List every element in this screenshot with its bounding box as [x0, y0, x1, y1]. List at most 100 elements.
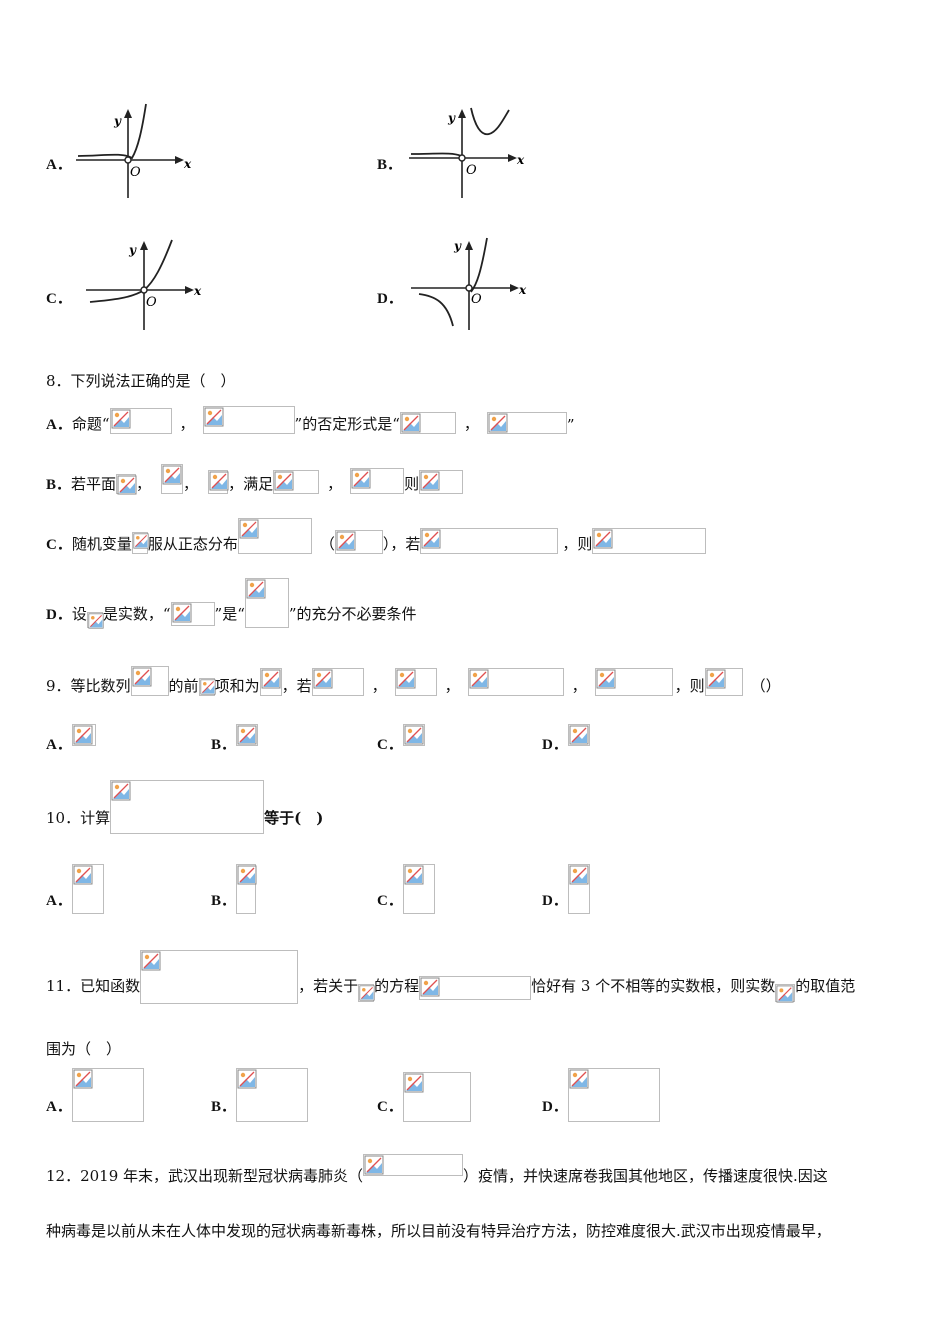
- math-image: [467, 668, 564, 696]
- broken-image-icon: [420, 471, 440, 491]
- broken-image-icon: [569, 865, 589, 885]
- math-image: [419, 470, 464, 494]
- q8-option-d: D． 设 是实数，“ ”是“ ”的充分不必要条件: [46, 576, 417, 629]
- math-image: [704, 668, 743, 696]
- broken-image-icon: [204, 407, 224, 427]
- q8-option-c: C． 随机变量 服从正态分布 （ ），若 ，则: [46, 518, 707, 554]
- q11-stem-continued: 围为（ ）: [46, 1040, 122, 1058]
- graph-option-b: y x O: [409, 107, 525, 198]
- x-axis-label: x: [183, 157, 192, 171]
- math-image: [131, 532, 149, 554]
- math-image: [594, 668, 673, 696]
- broken-image-icon: [239, 519, 259, 539]
- math-image: [236, 1068, 309, 1122]
- math-image: [109, 408, 172, 434]
- x-axis-label: x: [518, 283, 527, 297]
- option-d-label: D．: [377, 291, 403, 307]
- broken-image-icon: [336, 531, 356, 551]
- math-image: [311, 668, 364, 696]
- math-image: [402, 724, 425, 746]
- q10-option-b: B．: [211, 862, 257, 914]
- q10-option-a: A．: [46, 862, 104, 914]
- broken-image-icon: [404, 725, 424, 745]
- math-image: [775, 984, 796, 1003]
- math-image: [237, 518, 312, 554]
- x-axis-label: x: [516, 153, 525, 167]
- math-image: [402, 1072, 471, 1122]
- broken-image-icon: [73, 865, 93, 885]
- math-image: [363, 1154, 464, 1176]
- broken-image-icon: [237, 725, 257, 745]
- broken-image-icon: [469, 669, 489, 689]
- q11-option-b: B．: [211, 1068, 309, 1122]
- broken-image-icon: [569, 725, 589, 745]
- q10-stem: 10．计算 等于( ): [46, 780, 323, 834]
- q8-stem: 8．下列说法正确的是（ ）: [46, 372, 236, 390]
- math-image: [86, 612, 104, 629]
- broken-image-icon: [351, 469, 371, 489]
- broken-image-icon: [172, 603, 192, 623]
- q9-option-c: C．: [377, 722, 425, 754]
- math-image: [130, 666, 169, 696]
- option-a-label: A．: [46, 157, 72, 173]
- math-image: [198, 678, 216, 696]
- broken-image-icon: [246, 579, 266, 599]
- math-image: [71, 864, 104, 914]
- graph-option-d: y x O: [411, 237, 527, 330]
- broken-image-icon: [162, 465, 182, 485]
- math-image: [116, 474, 137, 495]
- broken-image-icon: [111, 781, 131, 801]
- graph-option-a: y x O: [76, 103, 192, 198]
- math-image: [394, 668, 437, 696]
- broken-image-icon: [396, 669, 416, 689]
- q8-option-a: A． 命题“ ， ”的否定形式是“ ， ”: [46, 402, 575, 434]
- broken-image-icon: [364, 1155, 384, 1175]
- broken-image-icon: [111, 409, 131, 429]
- broken-image-icon: [261, 669, 281, 689]
- broken-image-icon: [199, 679, 216, 695]
- q8-option-b: B． 若平面 ， ， ，满足 ， 则: [46, 460, 464, 495]
- broken-image-icon: [237, 1069, 257, 1089]
- q9-stem: 9．等比数列 的前 项和为 ，若 ， ， ， ，则 （）: [46, 662, 781, 696]
- origin-label: O: [130, 165, 141, 180]
- y-axis-label: y: [447, 111, 456, 125]
- broken-image-icon: [274, 471, 294, 491]
- q11-stem: 11．已知函数 ，若关于 的方程 恰好有 3 个不相等的实数根，则实数 的取值范: [46, 948, 855, 1004]
- math-image: [567, 864, 590, 914]
- broken-image-icon: [420, 977, 440, 997]
- y-axis-label: y: [453, 239, 462, 253]
- broken-image-icon: [88, 613, 104, 629]
- broken-image-icon: [313, 669, 333, 689]
- math-image: [202, 406, 295, 434]
- math-image: [161, 464, 184, 494]
- math-image: [71, 1068, 144, 1122]
- q12-line-2: 种病毒是以前从未在人体中发现的冠状病毒新毒株，所以目前没有特异治疗方法，防控难度…: [46, 1222, 831, 1240]
- broken-image-icon: [209, 471, 229, 491]
- math-image: [402, 864, 435, 914]
- option-c-label: C．: [46, 291, 72, 307]
- math-image: [567, 1068, 660, 1122]
- broken-image-icon: [73, 1069, 93, 1089]
- math-image: [71, 724, 96, 746]
- math-image: [334, 530, 383, 554]
- option-b-label: B．: [377, 157, 403, 173]
- math-image: [236, 864, 257, 914]
- broken-image-icon: [359, 985, 375, 1001]
- math-image: [358, 984, 375, 1002]
- q11-option-d: D．: [542, 1068, 660, 1122]
- y-axis-label: y: [113, 114, 122, 128]
- x-axis-label: x: [193, 284, 202, 298]
- math-image: [567, 724, 590, 746]
- q9-option-a: A．: [46, 722, 96, 754]
- broken-image-icon: [237, 865, 257, 885]
- math-image: [170, 602, 215, 626]
- broken-image-icon: [141, 951, 161, 971]
- broken-image-icon: [133, 533, 149, 549]
- math-image: [486, 412, 567, 434]
- q11-option-a: A．: [46, 1068, 144, 1122]
- q10-option-d: D．: [542, 862, 590, 914]
- broken-image-icon: [706, 669, 726, 689]
- graph-option-c: y x O: [86, 239, 202, 330]
- q11-option-c: C．: [377, 1068, 471, 1122]
- math-image: [259, 668, 282, 696]
